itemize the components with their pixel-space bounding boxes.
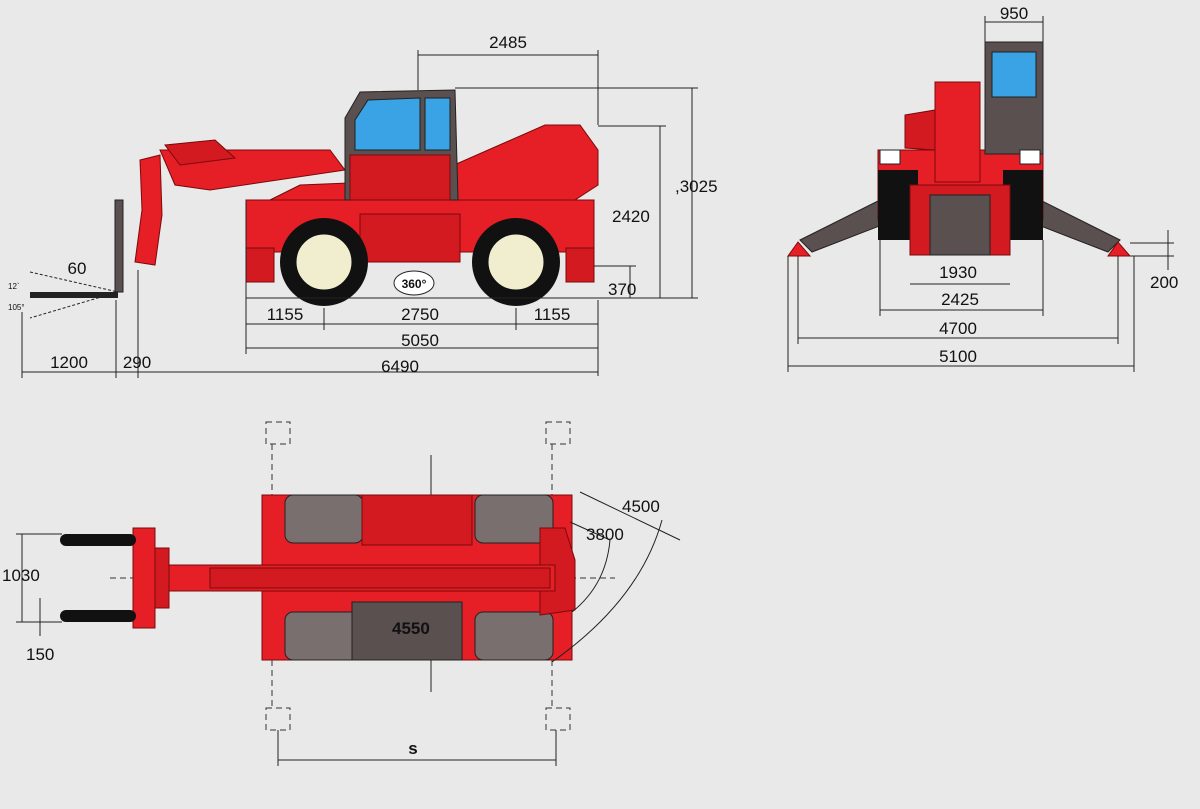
dim-rear-overhang: 1155: [534, 305, 571, 324]
dim-fork-reach: 1200: [50, 353, 88, 372]
front-left-stabilizer-pad: [787, 241, 812, 257]
side-front-rim: [295, 233, 353, 291]
dim-fork-width: 150: [26, 645, 54, 664]
top-boom-inner: [209, 567, 551, 589]
dim-cab-height: 2420: [612, 207, 650, 226]
dim-wheelbase: 2750: [401, 305, 439, 324]
side-turret: [269, 124, 599, 201]
top-stabilizer-outline-rl: [265, 707, 291, 731]
side-rear-rim: [487, 233, 545, 291]
front-view: 950 200 1930 2425 4700 5100: [787, 4, 1178, 372]
arc-turning-radius-inner: [571, 539, 611, 613]
top-tyre-front-right: [474, 494, 554, 544]
front-right-light: [1019, 149, 1041, 165]
front-cab-window: [991, 51, 1037, 98]
dim-track-width: 1930: [939, 263, 977, 282]
front-boom-cylinder: [904, 109, 936, 151]
dim-length-no-forks: 5050: [401, 331, 439, 350]
dim-overall-length: 6490: [381, 357, 419, 376]
ext-line-radius-inner: [569, 521, 611, 541]
dim-tilt-up: 12`: [8, 282, 20, 291]
dim-tail-radius: 4550: [392, 619, 430, 638]
side-view: 360° 2485 ,3025 2420 370 60 12` 105° 115…: [8, 33, 718, 378]
dim-tilt-down: 105°: [8, 303, 25, 312]
top-tyre-front-left: [284, 494, 364, 544]
side-boom-head: [164, 139, 237, 166]
top-stabilizer-outline-fl: [265, 421, 291, 445]
top-boom-pivot: [539, 527, 576, 616]
top-stabilizer-outline-rr: [545, 707, 571, 731]
side-rear-stabilizer: [565, 247, 595, 283]
dim-ground-clearance: 370: [608, 280, 636, 299]
dim-overall-height: ,3025: [675, 177, 718, 196]
dim-overall-width: 2425: [941, 290, 979, 309]
rotation-badge: [393, 270, 435, 296]
side-cab-window-side: [424, 97, 451, 151]
side-fork-tilt-range: [29, 271, 120, 319]
side-cab-window-front: [354, 97, 421, 151]
dim-cab-to-rear: 2485: [489, 33, 527, 52]
side-front-stabilizer: [245, 247, 275, 283]
front-counterweight: [929, 194, 991, 256]
top-stabilizer-outline-fr: [545, 421, 571, 445]
top-cab: [351, 601, 463, 661]
front-right-stabilizer-pad: [1107, 241, 1132, 257]
top-fork-carriage: [132, 527, 156, 629]
side-axle-housing: [359, 213, 461, 263]
rotation-badge-label: 360°: [402, 277, 427, 291]
dim-stabilizer-inner: 4700: [939, 319, 977, 338]
dim-turning-radius-outer: 4500: [622, 497, 660, 516]
dim-front-overhang: 1155: [267, 305, 304, 324]
front-left-light: [879, 149, 901, 165]
side-fork-carriage: [114, 199, 124, 293]
dim-turning-radius-inner: 3800: [586, 525, 624, 544]
dim-stabilizer-spacing: s: [408, 739, 417, 758]
dim-outrigger-lift: 200: [1150, 273, 1178, 292]
top-tyre-rear-right: [474, 611, 554, 661]
dim-fork-spread: 1030: [2, 566, 40, 585]
top-turret-front: [361, 494, 473, 546]
arc-turning-radius-outer: [551, 519, 663, 663]
dim-stabilizer-outer: 5100: [939, 347, 977, 366]
side-cab-panel: [349, 154, 451, 201]
dim-cab-width: 950: [1000, 4, 1028, 23]
ext-line-radius-outer: [579, 491, 681, 541]
top-fork-lower: [60, 610, 136, 622]
top-carriage-plate: [154, 547, 170, 609]
front-boom: [934, 81, 981, 183]
dim-fork-offset: 290: [123, 353, 151, 372]
top-tyre-rear-left: [284, 611, 364, 661]
top-fork-upper: [60, 534, 136, 546]
dim-fork-length: 60: [68, 259, 87, 278]
top-view: 1030 150 4500 3800 4550 s: [2, 421, 681, 766]
side-boom-tip: [134, 154, 163, 266]
side-fork: [30, 292, 118, 298]
